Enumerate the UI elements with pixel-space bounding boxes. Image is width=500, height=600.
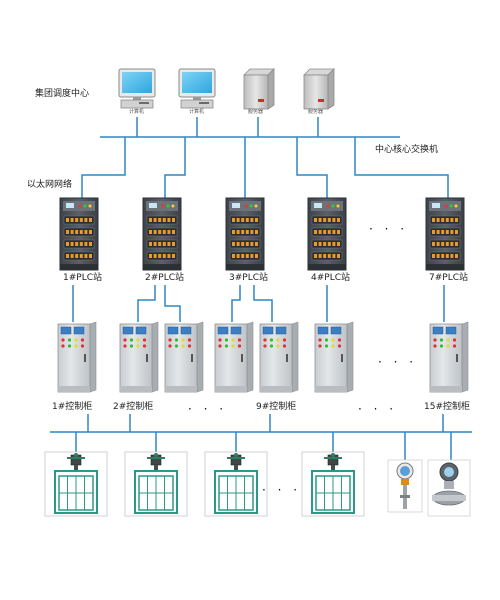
ellipsis-gates: · · · bbox=[262, 483, 302, 497]
server-2-label: 服务器 bbox=[308, 109, 324, 115]
gate-unit bbox=[301, 451, 365, 517]
plc-cabinet bbox=[225, 197, 265, 271]
control-panel bbox=[429, 321, 469, 393]
ellipsis-cabinets-b: · · · bbox=[358, 402, 398, 416]
core-switch-label: 中心核心交换机 bbox=[375, 145, 439, 155]
plc1-link bbox=[81, 137, 126, 198]
plc3-cabinet-link-a bbox=[231, 285, 241, 322]
plc-cabinet bbox=[425, 197, 465, 271]
server-1 bbox=[243, 68, 275, 110]
control-cabinet-label: 15#控制柜 bbox=[424, 402, 470, 412]
control-panel bbox=[214, 321, 254, 393]
computer-1-label: 计算机 bbox=[129, 109, 145, 115]
dispatch-center-label: 集团调度中心 bbox=[35, 89, 90, 99]
plc-station-label: 7#PLC站 bbox=[429, 273, 468, 283]
control-cabinet-label: 2#控制柜 bbox=[113, 402, 154, 412]
computer-2-label: 计算机 bbox=[189, 109, 205, 115]
gate-unit bbox=[204, 451, 268, 517]
ellipsis-panels: · · · bbox=[378, 355, 418, 369]
plc2-link bbox=[164, 137, 186, 198]
gate-units bbox=[44, 451, 365, 517]
plc-station-label: 1#PLC站 bbox=[63, 273, 102, 283]
control-panel bbox=[119, 321, 159, 393]
plc4-link bbox=[296, 137, 328, 198]
control-panel bbox=[314, 321, 354, 393]
computer-1 bbox=[118, 68, 156, 109]
gate-unit bbox=[44, 451, 108, 517]
plc-cabinets bbox=[59, 197, 465, 271]
plc2-cabinet-link-b bbox=[164, 285, 181, 322]
computer-2 bbox=[178, 68, 216, 109]
plc-station-label: 2#PLC站 bbox=[145, 273, 184, 283]
gate-unit bbox=[124, 451, 188, 517]
control-panel bbox=[57, 321, 97, 393]
plc3-cabinet-link-b bbox=[253, 285, 273, 322]
control-panels bbox=[57, 321, 469, 393]
control-panel bbox=[164, 321, 204, 393]
ellipsis-cabinets-a: · · · bbox=[188, 402, 228, 416]
plc-cabinet bbox=[142, 197, 182, 271]
server-2 bbox=[303, 68, 335, 110]
control-panel bbox=[259, 321, 299, 393]
plc7-link bbox=[354, 137, 449, 198]
control-cabinet-label: 1#控制柜 bbox=[52, 402, 93, 412]
control-cabinet-label: 9#控制柜 bbox=[256, 402, 297, 412]
plc-cabinet bbox=[307, 197, 347, 271]
pressure-transmitter-device bbox=[427, 459, 471, 517]
plc-station-label: 4#PLC站 bbox=[311, 273, 350, 283]
plc-cabinet bbox=[59, 197, 99, 271]
network-lines bbox=[50, 117, 472, 460]
ellipsis-plc: · · · bbox=[369, 222, 409, 236]
server-1-label: 服务器 bbox=[248, 109, 264, 115]
flow-meter-device bbox=[387, 459, 423, 513]
plc2-cabinet-link-a bbox=[137, 285, 156, 322]
plc-station-label: 3#PLC站 bbox=[229, 273, 268, 283]
ethernet-label: 以太网网络 bbox=[27, 180, 73, 190]
